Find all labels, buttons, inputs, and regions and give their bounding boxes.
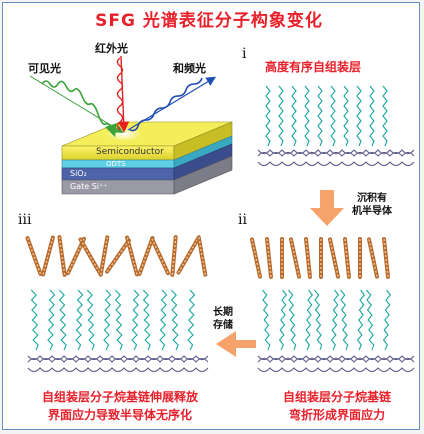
panel-i-chain: [291, 85, 297, 147]
storage-arrow-label: 长期 存储: [206, 306, 240, 332]
panel-ii-rod: [289, 237, 301, 279]
panel-iii-chain: [142, 289, 151, 351]
device-stack: [61, 121, 233, 195]
panel-iii-rod: [150, 236, 170, 276]
panel-i-numeral: i: [242, 46, 247, 62]
infrared-beam-axis: [118, 55, 130, 133]
panel-i-chain: [317, 85, 323, 147]
panel-ii-caption-line1: 自组装层分子烷基链: [282, 390, 391, 404]
panel-i-chain: [369, 85, 375, 147]
panel-ii-rod: [382, 237, 390, 279]
panel-i-chain: [343, 85, 349, 147]
panel-ii-caption: 自组装层分子烷基链 弯折形成界面应力: [262, 388, 412, 424]
storage-label-line1: 长期: [213, 307, 233, 318]
panel-ii-numeral: ii: [238, 212, 247, 228]
panel-ii-chain: [365, 289, 375, 351]
panel-i-caption: 高度有序自组装层: [265, 60, 362, 74]
panel-iii-rod: [105, 238, 131, 274]
panel-iii-substrate-row-1: [27, 358, 209, 363]
panel-iii-chain: [187, 289, 196, 351]
panel-iii-chain: [30, 289, 39, 351]
panel-i-substrate-row-1: [257, 152, 415, 157]
storage-label-line2: 存储: [213, 320, 233, 331]
panel-ii-rod: [367, 237, 379, 279]
panel-ii-rod: [328, 237, 340, 279]
panel-ii-substrate-row-1: [257, 358, 415, 363]
panel-ii-chain: [330, 289, 340, 351]
odts-layer-label: ODTS: [106, 160, 126, 168]
panel-iii-caption-line2: 界面应力导致半导体无序化: [47, 408, 192, 422]
semiconductor-layer-label: Semiconductor: [96, 147, 164, 157]
panel-ii-rod: [250, 237, 262, 279]
panel-iii-chain: [103, 289, 112, 351]
panel-ii-chain: [313, 289, 323, 351]
sfg-beam-axis: [127, 76, 217, 131]
panel-iii-chain: [86, 289, 95, 351]
panel-iii-chain: [159, 289, 168, 351]
infrared-light-label: 红外光: [95, 42, 128, 55]
panel-iii-rod: [25, 236, 43, 276]
panel-ii-caption-line2: 弯折形成界面应力: [288, 408, 385, 422]
panel-ii-chain: [261, 289, 271, 351]
panel-i-chain: [278, 85, 284, 147]
panel-i-chain: [304, 85, 310, 147]
panel-iii-rod: [196, 235, 208, 277]
deposit-label-line1: 沉积有: [357, 193, 387, 204]
deposit-arrow-label: 沉积有 机半导体: [344, 192, 400, 218]
panel-iii-rod: [57, 235, 67, 277]
panel-iii-rod: [176, 237, 200, 275]
panel-ii-chain: [304, 289, 314, 351]
panel-ii-substrate-row-0: [257, 355, 415, 360]
storage-arrow: [216, 331, 256, 357]
panel-iii-numeral: iii: [18, 212, 32, 228]
panel-iii-substrate-row-0: [27, 355, 209, 360]
panel-iii-chain: [58, 289, 67, 351]
panel-ii-chain: [287, 289, 297, 351]
panel-iii-chain: [131, 289, 140, 351]
panel-iii-rod: [98, 235, 110, 277]
infrared-beam: [116, 57, 124, 131]
panel-ii-rod: [265, 237, 273, 279]
panel-iii-chain: [47, 289, 56, 351]
panel-ii-rod: [343, 237, 351, 279]
panel-i-chain: [382, 85, 388, 147]
panel-iii-rod: [125, 235, 139, 277]
panel-iii-rod: [170, 235, 178, 277]
panel-iii-caption-line1: 自组装层分子烷基链伸展释放: [41, 390, 198, 404]
figure-title: SFG 光谱表征分子构象变化: [95, 11, 323, 31]
deposit-arrow: [310, 190, 344, 226]
sio2-layer-label: SiO₂: [70, 169, 87, 178]
visible-beam: [41, 80, 118, 138]
deposit-label-line2: 机半导体: [352, 206, 392, 217]
panel-ii-chain: [339, 289, 349, 351]
panel-iii-chain: [114, 289, 123, 351]
panel-ii-rod: [304, 237, 312, 279]
panel-iii-chain: [75, 289, 84, 351]
panel-i-chain: [265, 85, 271, 147]
sum-frequency-light-label: 和频光: [173, 62, 206, 75]
panel-i-substrate-row-0: [257, 149, 415, 154]
panel-i-chain: [330, 85, 336, 147]
panel-i-substrate-row-2: [257, 161, 415, 166]
panel-iii-rod: [78, 237, 102, 275]
gate-si-layer-label: Gate Si⁺⁺: [70, 182, 108, 191]
panel-iii-substrate-row-2: [27, 367, 209, 372]
visible-beam-axis: [29, 75, 124, 134]
panel-ii-chain: [356, 289, 366, 351]
panel-i-chain: [356, 85, 362, 147]
panel-ii-chain: [382, 289, 392, 351]
panel-iii-rod: [41, 235, 55, 277]
panel-iii-chain: [170, 289, 179, 351]
visible-light-label: 可见光: [28, 62, 61, 75]
panel-ii-substrate-row-2: [257, 367, 415, 372]
panel-iii-rod: [137, 236, 155, 276]
panel-iii-caption: 自组装层分子烷基链伸展释放 界面应力导致半导体无序化: [6, 388, 234, 424]
panel-ii-chain: [278, 289, 288, 351]
